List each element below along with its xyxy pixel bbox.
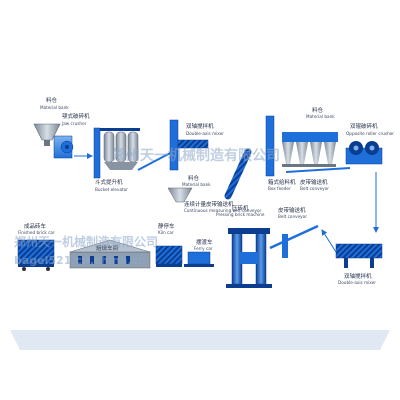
pressing-brick-machine <box>226 228 272 288</box>
material-bin-2-en: Material bank <box>182 182 211 187</box>
ferry-car-label: 摆渡车 <box>196 238 213 246</box>
belt-conveyor-2 <box>269 224 319 250</box>
material-bin-3-en: Material bank <box>306 114 335 119</box>
belt-support <box>282 234 288 258</box>
bucket-elevator-label: 斗式提升机 <box>95 178 123 186</box>
double-mixer-2-en: Double-axis mixer <box>338 280 376 285</box>
double-axis-mixer-1 <box>169 119 209 171</box>
belt-conveyor-link <box>137 149 177 171</box>
belt-conveyor-link-2 <box>285 167 351 173</box>
finished-brick-car <box>17 239 55 271</box>
brick-machine-label: 压砖机 <box>232 204 249 212</box>
kiln-car-label: 静停车 <box>158 222 175 230</box>
ground-slab <box>10 330 390 350</box>
material-bin-2 <box>167 187 193 203</box>
kiln-building <box>69 239 151 269</box>
continuous-measuring-belt <box>224 148 252 200</box>
bucket-elevator <box>93 127 140 179</box>
kiln-label: 焙烧车间 <box>96 244 118 252</box>
roller-crusher <box>345 141 383 165</box>
belt-conveyor-1-label: 皮带输送机 <box>300 178 328 186</box>
ferry-car <box>184 251 214 267</box>
continuous-belt-en: Continuous measuring belt conveyor <box>184 208 262 213</box>
double-mixer-en: Double-axis mixer <box>186 131 224 136</box>
double-mixer-2-label: 双轴搅拌机 <box>344 272 372 280</box>
belt-conveyor-2-en: Belt conveyor <box>278 214 307 219</box>
watermark-company-2: 郑州天一机械制造有限公司 <box>14 234 158 249</box>
box-feeder-label: 箱式给料机 <box>268 178 296 186</box>
flow-arrow-back <box>321 229 337 253</box>
bucket-elevator-en: Bucket elevator <box>95 187 128 192</box>
double-axis-mixer-2 <box>335 243 383 268</box>
jaw-crusher-en: Jaw crusher <box>61 121 87 126</box>
jaw-crusher <box>53 135 74 159</box>
finished-brick-label: 成品砖车 <box>24 222 47 230</box>
kiln-car <box>155 245 183 267</box>
brick-machine-en: Pressing brick machine <box>216 212 265 217</box>
belt-conveyor-1-en: Belt conveyor <box>300 186 329 191</box>
watermark-company: 郑州天一机械制造有限公司 <box>112 147 280 164</box>
material-bin-3 <box>282 132 338 167</box>
jaw-crusher-label: 颚式破碎机 <box>62 112 90 120</box>
continuous-belt-label: 连续计量皮带输送机 <box>184 200 234 208</box>
double-mixer-label: 双轴搅拌机 <box>186 122 214 130</box>
ferry-car-en: Ferry car <box>194 246 213 251</box>
watermark-url: bagel521.cn.china.cn <box>14 254 146 267</box>
finished-brick-en: Finished brick car <box>18 230 55 235</box>
roller-crusher-label: 双辊破碎机 <box>350 122 378 130</box>
material-bin-1 <box>33 123 61 146</box>
kiln-car-en: Kiln car <box>158 230 174 235</box>
roller-crusher-en: Opposite roller crusher <box>346 131 394 136</box>
silo-group-1 <box>103 131 139 170</box>
belt-conveyor-2-label: 皮带输送机 <box>278 206 306 214</box>
material-bin-2-label: 料仓 <box>188 174 200 182</box>
material-bin-1-label: 料仓 <box>46 96 58 104</box>
material-bin-3-label: 料仓 <box>312 106 324 114</box>
box-feeder-en: Box feeder <box>268 186 291 191</box>
box-feeder-column <box>265 115 275 177</box>
material-bin-1-en: Material bank <box>40 105 69 110</box>
